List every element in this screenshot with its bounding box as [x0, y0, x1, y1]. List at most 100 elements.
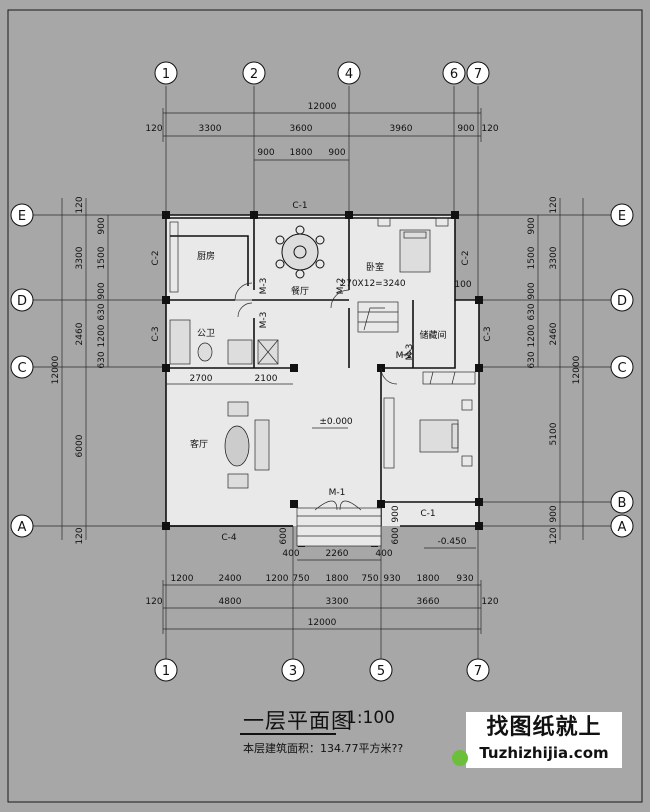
dim: 3300: [549, 246, 559, 269]
dim: 400: [282, 549, 299, 559]
dim: 900: [457, 124, 474, 134]
elevation-label: ±0.000: [319, 417, 353, 427]
dim: 900: [391, 505, 401, 522]
axis-label: 1: [162, 67, 170, 82]
right-dimensions: 12000 120 3300 2460 5100 900 120 900 150…: [527, 196, 582, 544]
window-label: C-1: [292, 201, 307, 211]
dim: 2400: [219, 574, 242, 584]
dim: 5100: [549, 422, 559, 445]
dim: 3300: [75, 246, 85, 269]
dim: 3300: [199, 124, 222, 134]
stair: [357, 301, 399, 333]
opening-labels: C-1 C-1 C-2 C-2 C-3 C-3 C-4 M-1 M-2 M-2 …: [151, 201, 493, 543]
door-swings: [234, 282, 414, 385]
wardrobe: [383, 397, 395, 469]
drawing-frame: [7, 9, 643, 803]
dim: 1200: [171, 574, 194, 584]
door-label: M-1: [329, 488, 346, 498]
dim: 900: [527, 217, 537, 234]
door-label: M-2: [396, 351, 413, 361]
axis-label: D: [17, 294, 27, 309]
axis-label: 7: [474, 67, 482, 82]
bed-bottom-icon: [419, 399, 473, 467]
dim: 1800: [417, 574, 440, 584]
dim: 100: [454, 280, 471, 290]
entry-steps: [296, 500, 382, 547]
door-label: M-2: [336, 278, 346, 295]
dim: 120: [75, 196, 85, 213]
bottom-dimensions: 1200 2400 1200 750 1800 750 930 1800 930…: [145, 574, 498, 628]
dim: 750: [292, 574, 309, 584]
dim: 900: [328, 148, 345, 158]
dim: 120: [145, 597, 162, 607]
dim: 120: [549, 196, 559, 213]
axis-label: 3: [289, 664, 297, 679]
area-note: 本层建筑面积：134.77平方米??: [243, 742, 404, 755]
dim: 12000: [572, 355, 582, 384]
interior-dimensions: 2700 2100 270X12=3240 100 ±0.000 -0.450 …: [166, 279, 476, 561]
dim: 600: [279, 527, 289, 544]
dim: 930: [383, 574, 400, 584]
top-dimensions: 12000 120 3300 3600 3960 900 120 900 180…: [145, 102, 498, 158]
dim: 120: [481, 124, 498, 134]
logo-leaf-icon: [452, 750, 468, 766]
axis-bubbles-bottom: 1 3 5 7: [154, 658, 490, 682]
axis-bubbles-top: 1 2 4 6 7: [154, 61, 490, 85]
window-label: C-3: [483, 326, 493, 341]
dim: 1800: [290, 148, 313, 158]
kitchen-counter: [169, 221, 179, 293]
dim: 400: [375, 549, 392, 559]
door-label: M-3: [405, 344, 415, 361]
dim: 120: [145, 124, 162, 134]
dim: 1200: [527, 324, 537, 347]
dim: 900: [257, 148, 274, 158]
dim: 1800: [326, 574, 349, 584]
watermark-logo: 找图纸就上 Tuzhizhijia.com: [452, 712, 622, 768]
room-bathroom: 公卫: [197, 328, 215, 339]
side-dimension-lines: [61, 198, 584, 540]
dim: 1200: [266, 574, 289, 584]
window-label: C-2: [461, 250, 471, 265]
dim: 2460: [75, 322, 85, 345]
dim: 4800: [219, 597, 242, 607]
dim: 12000: [308, 102, 337, 112]
window-label: C-3: [151, 326, 161, 341]
dim: 900: [97, 282, 107, 299]
bottom-dimension-lines: [162, 580, 482, 634]
axis-label: A: [618, 520, 627, 535]
axis-label: C: [617, 361, 626, 376]
bed-top-icon: [377, 217, 449, 273]
dim: 120: [75, 527, 85, 544]
dim: 6000: [75, 434, 85, 457]
top-dimension-lines: [162, 108, 482, 161]
room-storage: 储藏间: [419, 329, 446, 341]
window-label: C-1: [420, 509, 435, 519]
dim: 3600: [290, 124, 313, 134]
dim: 1200: [97, 324, 107, 347]
room-kitchen: 厨房: [197, 250, 215, 262]
dim: 750: [361, 574, 378, 584]
dim: 900: [97, 217, 107, 234]
watermark-text: 找图纸就上: [486, 715, 602, 740]
dim: 2100: [255, 374, 278, 384]
bathroom-fixtures: [169, 319, 279, 365]
dim: 2460: [549, 322, 559, 345]
room-labels: 厨房 餐厅 卧室 公卫 储藏间 客厅: [190, 250, 447, 450]
dim: 600: [391, 527, 401, 544]
dim: 630: [97, 351, 107, 368]
dim: 630: [527, 303, 537, 320]
axis-label: A: [18, 520, 27, 535]
axis-label: B: [618, 496, 627, 511]
axis-label: C: [17, 361, 26, 376]
left-dimensions: 12000 120 3300 2460 6000 120 900 1500 90…: [51, 196, 107, 544]
drawing-title: 一层平面图: [243, 709, 353, 733]
dim: 630: [97, 303, 107, 320]
axis-label: 2: [250, 67, 258, 82]
drawing-scale: 1:100: [346, 708, 395, 728]
dim: 2260: [326, 549, 349, 559]
room-living: 客厅: [190, 438, 208, 450]
dim: 900: [549, 505, 559, 522]
dim: 930: [456, 574, 473, 584]
dim: 120: [481, 597, 498, 607]
